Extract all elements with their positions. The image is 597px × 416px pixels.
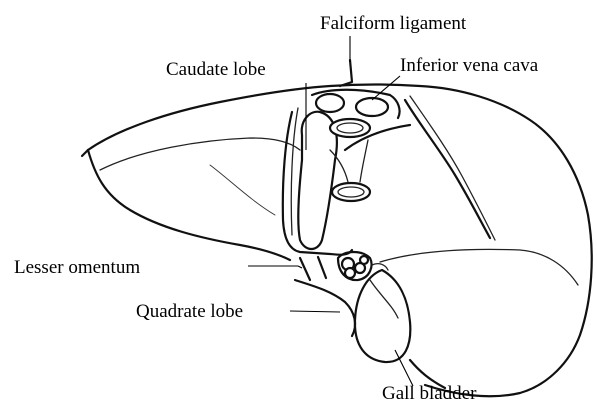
lesser-omentum-band-2 [318,257,326,278]
left-lobe-visceral-edge [100,138,300,170]
gall-bladder [355,270,410,362]
right-lobe-inner-contour [380,249,578,285]
leader-lesser-omentum-2 [298,266,302,268]
label-falciform-ligament: Falciform ligament [320,14,466,33]
porta-vessel-4 [360,256,368,264]
leader-ivc [372,76,400,100]
label-lesser-omentum: Lesser omentum [14,258,140,277]
gall-bladder-duct [372,264,388,270]
quadrate-lobe-right [370,280,398,318]
label-caudate-lobe: Caudate lobe [166,60,266,79]
fissure-right [405,100,490,238]
left-lobe-contour [210,165,275,215]
ivc-vessel-left [316,94,344,112]
ivc-body-2 [360,140,368,182]
quadrate-lobe [295,280,355,336]
fissure-right-inner [410,96,495,240]
label-gall-bladder: Gall bladder [382,384,476,403]
left-tip-mark [82,150,88,156]
label-quadrate-lobe: Quadrate lobe [136,302,243,321]
falciform-ligament [340,60,352,86]
leader-quadrate [290,311,340,312]
ivc-vessel-center [330,119,370,137]
label-inferior-vena-cava: Inferior vena cava [400,56,538,75]
lesser-omentum-band [300,258,310,280]
caudate-fissure-inner [291,108,298,235]
ivc-vessel-right [356,98,388,116]
